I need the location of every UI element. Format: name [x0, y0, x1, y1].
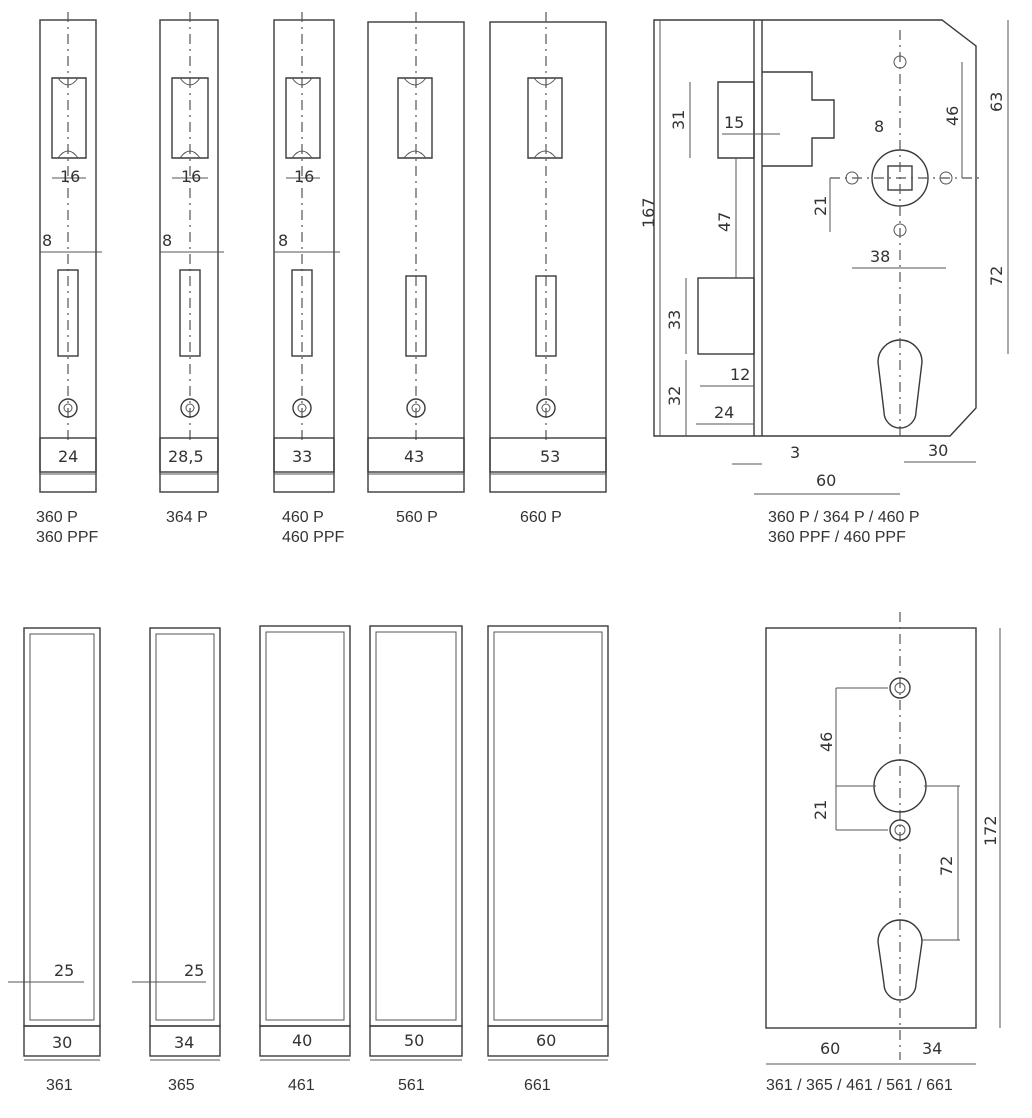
cover-plate-model: 361 / 365 / 461 / 561 / 661 [766, 1077, 953, 1094]
lock-body-spindle-cylinder-label: 72 [987, 266, 1006, 286]
faceplate-1: 16 8 24 [39, 12, 102, 493]
faceplate-5: 53 [489, 12, 607, 493]
lock-body-model-a: 360 P / 364 P / 460 P [768, 509, 920, 526]
keeper-5-width-label: 60 [536, 1031, 556, 1050]
lock-body-vertical-holes-label: 21 [811, 196, 830, 216]
cover-plate-right-width-label: 34 [922, 1039, 942, 1058]
keeper-2-caption: 365 [168, 1076, 195, 1096]
faceplate-4: 43 [367, 12, 465, 493]
lock-body-bottom-height-label: 32 [665, 386, 684, 406]
keeper-5-caption: 661 [524, 1076, 551, 1096]
keeper-1-width-label: 30 [52, 1033, 72, 1052]
lock-body-latch-bolt-label: 47 [715, 212, 734, 232]
faceplate-3-model-b: 460 PPF [282, 529, 345, 546]
cover-plate-spindle-cylinder-label: 72 [937, 856, 956, 876]
faceplate-4-width-label: 43 [404, 447, 424, 466]
faceplate-3-caption: 460 P 460 PPF [282, 508, 344, 548]
faceplate-3: 16 8 33 [273, 12, 340, 493]
cover-plate-height-label: 172 [981, 815, 1000, 846]
keeper-3-caption: 461 [288, 1076, 315, 1096]
cover-plate-spindle-hole-label: 21 [811, 800, 830, 820]
keeper-2: 25 34 [132, 627, 221, 1061]
faceplate-2-caption: 364 P [166, 508, 208, 528]
faceplate-1-model-a: 360 P [36, 509, 78, 526]
keeper-1-caption: 361 [46, 1076, 73, 1096]
faceplate-5-model-a: 660 P [520, 509, 562, 526]
faceplate-3-slot-label: 16 [294, 167, 314, 186]
lock-body-caption: 360 P / 364 P / 460 P 360 PPF / 460 PPF [768, 508, 920, 548]
faceplate-1-caption: 360 P 360 PPF [36, 508, 98, 548]
faceplate-4-model-a: 560 P [396, 509, 438, 526]
keeper-1: 25 30 [8, 627, 101, 1061]
keeper-1-model: 361 [46, 1077, 73, 1094]
faceplate-1-model-b: 360 PPF [36, 529, 99, 546]
lock-body-faceplate-thickness-label: 3 [790, 443, 800, 462]
keeper-4-caption: 561 [398, 1076, 425, 1096]
lock-body-top-spindle-label: 63 [987, 92, 1006, 112]
lock-body-backset-label: 60 [816, 471, 836, 490]
faceplate-2-model-a: 364 P [166, 509, 208, 526]
faceplate-1-width-label: 24 [58, 447, 78, 466]
faceplate-3-model-a: 460 P [282, 509, 324, 526]
lock-body-spindle-square-label: 8 [874, 117, 884, 136]
faceplate-2: 16 8 28,5 [159, 12, 224, 493]
faceplate-3-width-label: 33 [292, 447, 312, 466]
faceplate-1-slot-label: 16 [60, 167, 80, 186]
lock-body-model-b: 360 PPF / 460 PPF [768, 529, 906, 546]
lock-body-height-label: 167 [639, 197, 658, 228]
keeper-3-width-label: 40 [292, 1031, 312, 1050]
lock-body-latch-height-label: 31 [669, 110, 688, 130]
lock-body-bolt-throw-label: 12 [730, 365, 750, 384]
lock-body-horizontal-spacing-label: 38 [870, 247, 890, 266]
keeper-5: 60 [487, 625, 609, 1061]
lock-body-spindle-top-hole-label: 46 [943, 106, 962, 126]
faceplate-2-offset-label: 8 [162, 231, 172, 250]
faceplate-3-offset-label: 8 [278, 231, 288, 250]
faceplate-2-width-label: 28,5 [168, 447, 204, 466]
lock-body-backset-edge-label: 24 [714, 403, 734, 422]
keeper-1-inner-label: 25 [54, 961, 74, 980]
keeper-3-model: 461 [288, 1077, 315, 1094]
keeper-4-model: 561 [398, 1077, 425, 1094]
faceplate-2-slot-label: 16 [181, 167, 201, 186]
cover-plate-drawing: 46 21 72 172 60 34 [765, 612, 1001, 1065]
keeper-5-model: 661 [524, 1077, 551, 1094]
keeper-2-model: 365 [168, 1077, 195, 1094]
keeper-4-width-label: 50 [404, 1031, 424, 1050]
cover-plate-hole-spacing-label: 46 [817, 732, 836, 752]
lock-body-drawing: 167 31 15 8 46 63 21 47 38 72 33 12 32 2… [639, 19, 1009, 495]
faceplate-4-caption: 560 P [396, 508, 438, 528]
lock-body-bolt-height-label: 33 [665, 310, 684, 330]
lock-body-latch-depth-label: 15 [724, 113, 744, 132]
keeper-3: 40 [259, 625, 351, 1061]
keeper-2-inner-label: 25 [184, 961, 204, 980]
cover-plate-caption: 361 / 365 / 461 / 561 / 661 [766, 1076, 953, 1096]
cover-plate-left-width-label: 60 [820, 1039, 840, 1058]
lock-body-bottom-corner-label: 30 [928, 441, 948, 460]
faceplate-1-offset-label: 8 [42, 231, 52, 250]
keeper-2-width-label: 34 [174, 1033, 194, 1052]
faceplate-5-width-label: 53 [540, 447, 560, 466]
keeper-4: 50 [369, 625, 463, 1061]
faceplate-5-caption: 660 P [520, 508, 562, 528]
